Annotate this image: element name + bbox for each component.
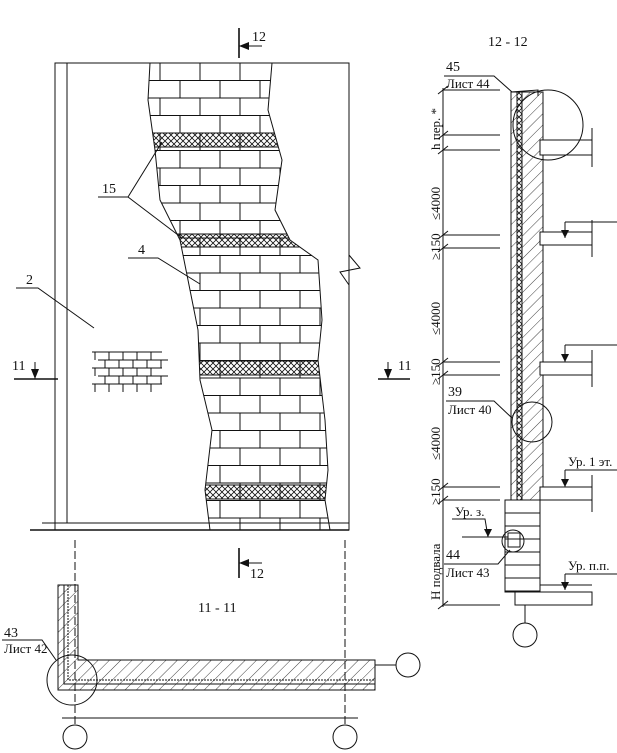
callout-43-number: 43 (4, 626, 18, 641)
axis-marker (395, 652, 421, 678)
dim-h-floor: h пер. * (428, 108, 443, 150)
label-4: 4 (138, 243, 145, 258)
section-label-11-left: 11 (12, 359, 25, 374)
callout-43-sheet: Лист 42 (4, 641, 47, 656)
dimension-labels: h пер. * ≤4000 ≥150 ≤4000 ≥150 ≤4000 ≥15… (428, 108, 443, 600)
detail-circle (512, 89, 584, 161)
dim-4000-2: ≤4000 (428, 302, 443, 335)
section-title-11-11: 11 - 11 (198, 601, 237, 616)
mesh-band (148, 132, 330, 148)
mesh-band (148, 484, 330, 500)
detail-circle (46, 654, 98, 706)
section-label-12-bottom: 12 (250, 567, 264, 582)
section-mark-12-top (238, 28, 262, 58)
callout-44-number: 44 (446, 548, 460, 563)
mesh-band (148, 233, 330, 248)
callout-44-sheet: Лист 43 (446, 565, 489, 580)
wall-elevation (30, 62, 361, 531)
level-ground: Ур. з. (455, 504, 484, 519)
mesh-band (148, 360, 330, 376)
detail-circle (501, 529, 525, 553)
break-line (339, 254, 361, 286)
section-mark-11-left (14, 362, 58, 380)
floor-slab (539, 139, 593, 156)
section-label-12-top: 12 (252, 30, 266, 45)
dim-4000-3: ≤4000 (428, 427, 443, 460)
axis-marker (62, 724, 88, 750)
section-title-12-12: 12 - 12 (488, 35, 528, 50)
axis-marker (332, 724, 358, 750)
floor-slab (539, 361, 593, 376)
label-15: 15 (102, 182, 116, 197)
plan-section-11-11 (2, 540, 421, 750)
section-label-11-right: 11 (398, 359, 411, 374)
floor-slab (539, 486, 593, 501)
section-mark-11-right (378, 362, 410, 380)
callout-39-number: 39 (448, 385, 462, 400)
wall-section-12-12 (437, 75, 617, 648)
dim-150-1: ≥150 (428, 233, 443, 260)
callout-39-sheet: Лист 40 (448, 402, 491, 417)
level-basement-floor: Ур. п.п. (568, 558, 609, 573)
section-mark-12-bottom (238, 548, 262, 578)
brick-symbol (92, 351, 168, 392)
detail-circle (511, 401, 553, 443)
dim-basement-height: H подвала (428, 543, 443, 600)
dim-4000-1: ≤4000 (428, 187, 443, 220)
leaders (16, 141, 201, 329)
callout-45-number: 45 (446, 60, 460, 75)
callout-45-sheet: Лист 44 (446, 76, 490, 91)
level-first-floor: Ур. 1 эт. (568, 454, 612, 469)
brick-strip (148, 63, 330, 530)
dim-150-2: ≥150 (428, 358, 443, 385)
dim-150-3: ≥150 (428, 478, 443, 505)
axis-marker (512, 622, 538, 648)
label-2: 2 (26, 273, 33, 288)
